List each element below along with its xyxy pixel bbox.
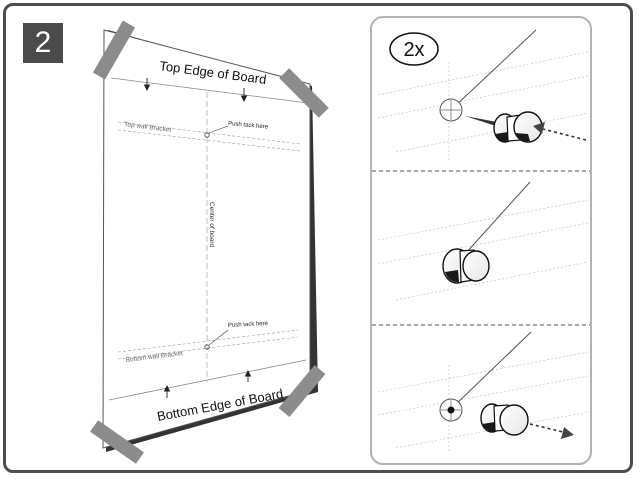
pin-head-shadow [515, 133, 530, 142]
tack-hole [447, 406, 455, 414]
pin-base-shadow [445, 270, 459, 283]
bottom-bracket-line-1 [117, 329, 299, 353]
detail-section-2 [377, 181, 589, 301]
board: Top Edge of Board Bottom Edge of Board T… [102, 29, 318, 452]
center-label: Center of board [208, 202, 215, 248]
detail-panel-border [370, 16, 592, 465]
pointer-line-2 [464, 181, 531, 255]
pointer-line-3 [451, 331, 532, 409]
quantity-label: 2x [403, 39, 424, 61]
bg-line [395, 112, 589, 153]
bottom-edge-arrow-right [244, 369, 252, 382]
pin-needle [465, 116, 497, 126]
tape-bottom-right [278, 365, 326, 417]
bottom-tack-mark [204, 344, 210, 350]
step-frame [3, 3, 633, 473]
bottom-edge-arrow-left [163, 384, 171, 398]
top-tack-leader [208, 125, 229, 134]
top-edge-arrow-left [143, 78, 151, 92]
detail-panel: 2x [370, 16, 592, 465]
quantity-badge [389, 32, 439, 66]
step-number-badge: 2 [23, 23, 63, 63]
pin-base-shadow [482, 422, 497, 432]
bottom-tack-leader [208, 329, 229, 346]
top-tack-mark [204, 132, 210, 138]
push-arrow-1 [542, 128, 587, 141]
detail-section-1 [377, 29, 589, 162]
bg-line [395, 261, 589, 301]
tape-top-right [279, 68, 329, 118]
tape-strips [90, 20, 329, 464]
detail-section-3 [377, 331, 589, 452]
push-pin-icon [480, 403, 529, 436]
pin-head [499, 404, 529, 436]
pull-arrow-3-head [561, 427, 574, 439]
top-edge-line [110, 77, 309, 104]
pin-base-shadow [495, 132, 510, 142]
push-arrow-1-head [533, 122, 545, 134]
pin-head [462, 250, 490, 282]
top-bracket-line-2 [117, 129, 301, 152]
tape-top-left [92, 20, 136, 80]
bg-line [377, 375, 589, 416]
push-tack-top-label: Push tack here [228, 121, 269, 131]
board-sheet [102, 29, 311, 449]
top-edge-arrow-right [240, 88, 248, 103]
push-pin-icon [465, 111, 543, 143]
bottom-edge-line [108, 359, 307, 401]
push-tack-bottom-label: Push tack here [228, 321, 269, 329]
push-pin-icon [442, 248, 490, 284]
tape-bottom-left [90, 420, 144, 464]
pointer-line-1 [451, 29, 537, 110]
bottom-bracket-line-2 [117, 336, 299, 360]
